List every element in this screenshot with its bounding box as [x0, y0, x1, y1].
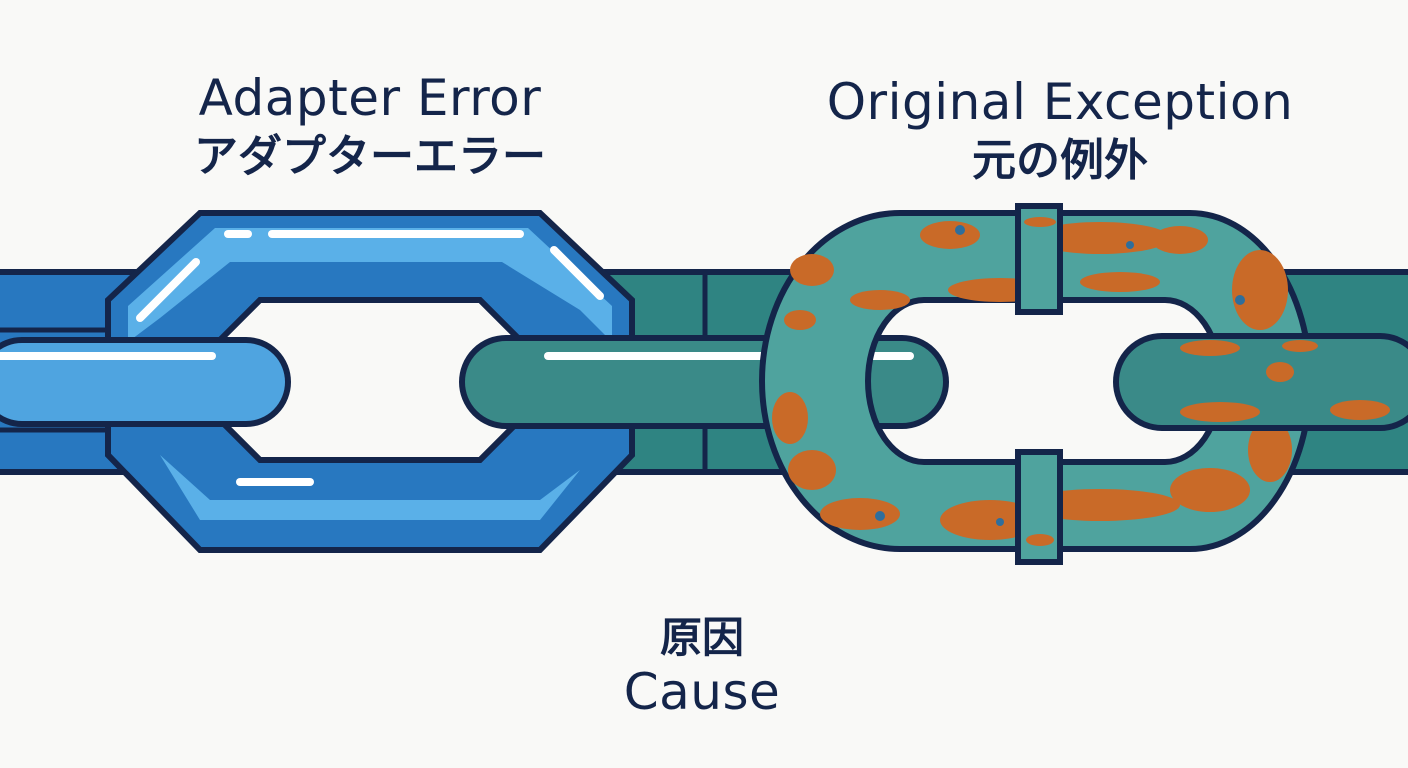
adapter-error-en: Adapter Error: [198, 69, 542, 127]
original-exception-label: Original Exception 元の例外: [790, 73, 1330, 186]
cause-label: 原因 Cause: [552, 613, 852, 722]
adapter-error-ja: アダプターエラー: [194, 130, 546, 182]
blue-bar-icon: [0, 337, 291, 427]
adapter-error-label: Adapter Error アダプターエラー: [150, 69, 590, 182]
cause-ja: 原因: [659, 613, 744, 662]
original-exception-link-icon: [759, 203, 1313, 565]
cause-en: Cause: [623, 663, 781, 722]
original-exception-en: Original Exception: [826, 73, 1294, 131]
original-exception-ja: 元の例外: [972, 134, 1148, 186]
rusty-bar-icon: [1113, 333, 1408, 431]
